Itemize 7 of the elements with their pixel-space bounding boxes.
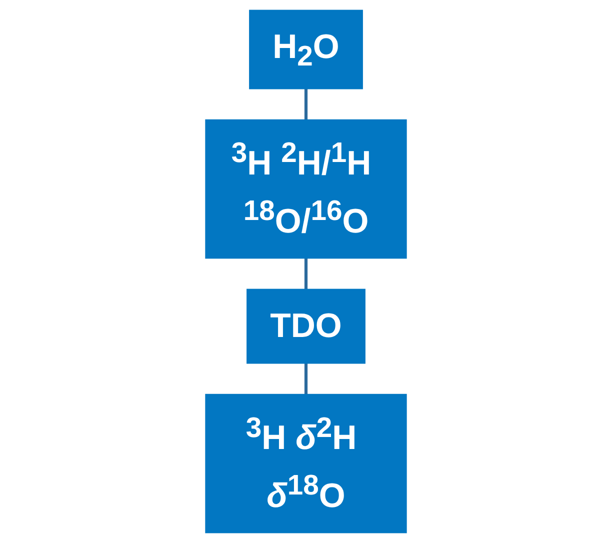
node-box: $^{3}$H $^{2}$H/$^{1}$H $^{18}$O/$^{16}$O — [205, 119, 407, 259]
node-box: TDO — [246, 288, 366, 364]
connector — [304, 363, 308, 394]
connector — [304, 258, 308, 290]
node-box: $^{3}$H δ$^{2}$H δ$^{18}$O — [205, 394, 407, 534]
node-box: H$_{2}$O — [249, 10, 363, 90]
connector — [304, 88, 308, 120]
